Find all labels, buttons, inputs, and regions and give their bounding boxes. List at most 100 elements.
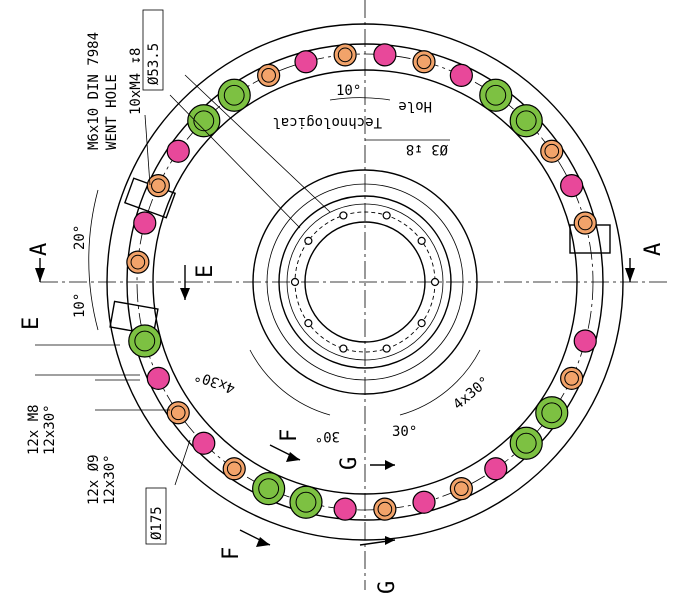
outer-hole-pattern: [126, 43, 597, 521]
section-label-e-top: E: [193, 265, 218, 278]
d53-label: Ø53.5: [146, 43, 162, 85]
m6-label-line1: M6x10 DIN 7984: [86, 32, 102, 150]
d9-through-hole-inner: [577, 215, 593, 231]
green-hole-inner: [193, 110, 215, 132]
green-hole: [479, 78, 513, 112]
angle-30-c1: 30°: [315, 428, 340, 444]
d9-through-hole-inner: [337, 47, 353, 63]
m4-thread-hole: [382, 344, 391, 353]
m8-thread-hole: [294, 50, 318, 74]
section-label-g-bottom: G: [375, 581, 400, 594]
m8-thread-hole: [573, 329, 597, 353]
m4-thread-hole: [417, 319, 426, 328]
d9-through-hole-inner: [226, 461, 242, 477]
m4-thread-hole: [339, 211, 348, 220]
green-hole-inner: [485, 84, 507, 106]
green-hole: [535, 396, 569, 430]
d9-through-hole: [126, 250, 150, 274]
d9-through-hole: [412, 50, 436, 74]
d9-through-hole: [257, 63, 281, 87]
m8-thread-hole: [484, 457, 508, 481]
d9-through-hole-inner: [377, 501, 393, 517]
green-hole-inner: [541, 402, 563, 424]
hub-ring-3: [278, 195, 452, 369]
angle-4x30-left: 4x30°: [192, 367, 237, 396]
section-arrows: [35, 258, 635, 547]
m8-thread-hole: [560, 174, 584, 198]
d9-through-hole: [222, 457, 246, 481]
d175-frame: [145, 487, 167, 545]
angle-10-left: 10°: [72, 293, 88, 318]
d9-through-hole: [373, 497, 397, 521]
m4-thread-hole: [304, 236, 313, 245]
green-hole-inner: [223, 84, 245, 106]
angle-30-c2: 30°: [392, 424, 417, 440]
angle-20: 20°: [72, 225, 88, 250]
green-hole: [509, 426, 543, 460]
d9-through-hole-inner: [564, 371, 579, 386]
green-hole-inner: [515, 432, 537, 454]
section-label-a-right: A: [641, 243, 666, 256]
section-label-f-top: F: [277, 429, 302, 442]
d9-through-hole-inner: [416, 54, 432, 70]
d9-through-hole: [449, 477, 473, 501]
tech-hole-label-1: Technological: [272, 114, 382, 130]
m6-label-line2: WENT HOLE: [104, 74, 120, 150]
d9-through-hole: [573, 211, 597, 235]
m8-label-a: 12x M8: [26, 404, 42, 455]
m8-thread-hole: [146, 366, 170, 390]
m4-thread-hole: [339, 344, 348, 353]
green-hole-inner: [295, 491, 317, 513]
m8-label-b: 12x30°: [42, 404, 58, 455]
green-hole: [217, 78, 251, 112]
green-hole: [289, 485, 323, 519]
d9-through-hole: [333, 43, 357, 67]
m8-thread-hole: [333, 497, 357, 521]
inner-hole-pattern: [290, 211, 440, 353]
m4-thread-hole: [290, 277, 300, 287]
d9-label-a: 12x Ø9: [86, 454, 102, 505]
green-hole: [187, 104, 221, 138]
m8-thread-hole: [412, 490, 436, 514]
d9-through-hole-inner: [261, 68, 276, 83]
d175-label: Ø175: [149, 506, 165, 540]
tech-hole-label-3: Ø3 ↧8: [406, 141, 448, 157]
green-hole-inner: [134, 330, 156, 352]
d9-through-hole: [560, 366, 584, 390]
section-label-a-left: A: [27, 243, 52, 256]
green-hole: [252, 472, 286, 506]
center-lines: [40, 0, 670, 590]
angle-10-top: 10°: [336, 83, 361, 99]
m8-thread-hole: [166, 139, 190, 163]
d9-through-hole: [166, 401, 190, 425]
bolt-ring-outer: [126, 43, 604, 521]
m4-label: 10xM4 ↧8: [128, 48, 144, 115]
d9-through-hole-inner: [170, 405, 186, 421]
m4-thread-hole: [417, 236, 426, 245]
green-hole: [509, 104, 543, 138]
hub-ring-1: [252, 169, 478, 395]
hub-ring-4: [286, 203, 444, 361]
d9-label-b: 12x30°: [102, 454, 118, 505]
d9-through-hole-inner: [151, 178, 166, 193]
tech-hole-label-2: Hole: [398, 98, 432, 114]
m4-thread-hole: [304, 319, 313, 328]
d9-through-hole-inner: [454, 481, 469, 496]
inner-ring: [152, 69, 578, 495]
m4-thread-hole: [430, 277, 440, 287]
m4-thread-hole: [382, 211, 391, 220]
d9-through-hole-inner: [544, 143, 560, 159]
m8-thread-hole: [192, 431, 216, 455]
d9-through-hole-inner: [130, 254, 146, 270]
hub-ring-2: [266, 183, 464, 381]
m8-thread-hole: [449, 63, 473, 87]
green-hole-inner: [258, 478, 280, 500]
d53-frame: [142, 9, 164, 91]
section-label-f-bottom: F: [219, 547, 244, 560]
d9-through-hole: [146, 174, 170, 198]
section-label-g-top: G: [337, 457, 362, 470]
green-hole-inner: [515, 110, 537, 132]
section-label-e-left: E: [19, 317, 44, 330]
m8-thread-hole: [373, 43, 397, 67]
